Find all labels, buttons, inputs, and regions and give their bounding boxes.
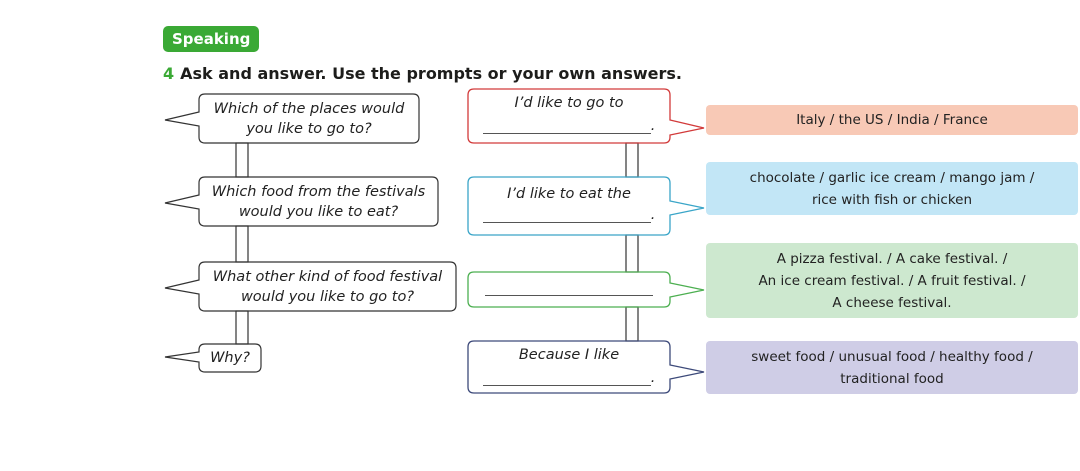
answer-bubble-1 <box>467 88 705 144</box>
question-3-line1: What other kind of food festival <box>212 268 443 285</box>
question-bubble-4 <box>164 343 262 373</box>
prompt-box-3: A pizza festival. / A cake festival. / An… <box>706 243 1078 318</box>
prompt-4-line1: sweet food / unusual food / healthy food… <box>751 348 1033 365</box>
question-1-line2: you like to go to? <box>246 120 372 137</box>
question-2-line1: Which food from the festivals <box>211 183 426 200</box>
question-connector-1 <box>235 142 249 178</box>
answer-1-blank[interactable] <box>482 119 651 134</box>
answer-bubble-3 <box>467 271 705 308</box>
answer-connector-3 <box>625 306 639 342</box>
prompt-box-2: chocolate / garlic ice cream / mango jam… <box>706 162 1078 215</box>
question-3-line2: would you like to go to? <box>240 288 415 305</box>
answer-1-text: I’d like to go to <box>514 95 624 111</box>
answer-bubble-4 <box>467 340 705 394</box>
prompt-2-line1: chocolate / garlic ice cream / mango jam… <box>749 169 1035 186</box>
exercise-number: 4 <box>163 64 175 83</box>
question-2-line2: would you like to eat? <box>238 203 399 220</box>
prompt-3-line2: An ice cream festival. / A fruit festiva… <box>758 272 1026 289</box>
instruction-text: Ask and answer. Use the prompts or your … <box>180 64 682 83</box>
answer-1[interactable]: I’d like to go to . <box>468 95 670 134</box>
prompt-box-1: Italy / the US / India / France <box>706 105 1078 135</box>
question-bubble-1 <box>164 93 420 144</box>
prompt-2-line2: rice with fish or chicken <box>811 191 973 208</box>
question-bubble-3 <box>164 261 457 312</box>
question-bubble-2 <box>164 176 439 227</box>
section-badge: Speaking <box>163 26 260 52</box>
answer-2-end: . <box>650 207 656 223</box>
question-4-line1: Why? <box>210 350 250 366</box>
answer-2[interactable]: I’d like to eat the . <box>468 186 670 223</box>
answer-bubble-2 <box>467 176 705 236</box>
prompt-4-line2: traditional food <box>840 370 944 387</box>
answer-1-end: . <box>650 118 656 134</box>
prompt-3-line1: A pizza festival. / A cake festival. / <box>776 250 1008 267</box>
answer-4[interactable]: Because I like . <box>468 347 670 386</box>
question-connector-2 <box>235 225 249 263</box>
answer-3[interactable] <box>468 280 670 296</box>
answer-2-text: I’d like to eat the <box>507 186 631 202</box>
prompt-box-4: sweet food / unusual food / healthy food… <box>706 341 1078 394</box>
answer-2-blank[interactable] <box>482 208 651 223</box>
question-2: Which food from the festivals would you l… <box>199 177 438 226</box>
exercise-instruction: 4 Ask and answer. Use the prompts or your… <box>163 64 682 83</box>
prompt-3-line3: A cheese festival. <box>832 294 952 311</box>
question-connector-3 <box>235 310 249 345</box>
question-1-line1: Which of the places would <box>213 100 405 117</box>
answer-connector-2 <box>625 234 639 273</box>
answer-3-blank[interactable] <box>485 281 653 296</box>
answer-4-text: Because I like <box>518 347 620 363</box>
answer-4-end: . <box>650 370 656 386</box>
prompt-1-line1: Italy / the US / India / France <box>796 112 988 128</box>
question-1: Which of the places would you like to go … <box>199 94 419 143</box>
question-4: Why? <box>199 344 261 372</box>
answer-connector-1 <box>625 142 639 178</box>
question-3: What other kind of food festival would yo… <box>199 262 456 311</box>
answer-4-blank[interactable] <box>482 371 651 386</box>
